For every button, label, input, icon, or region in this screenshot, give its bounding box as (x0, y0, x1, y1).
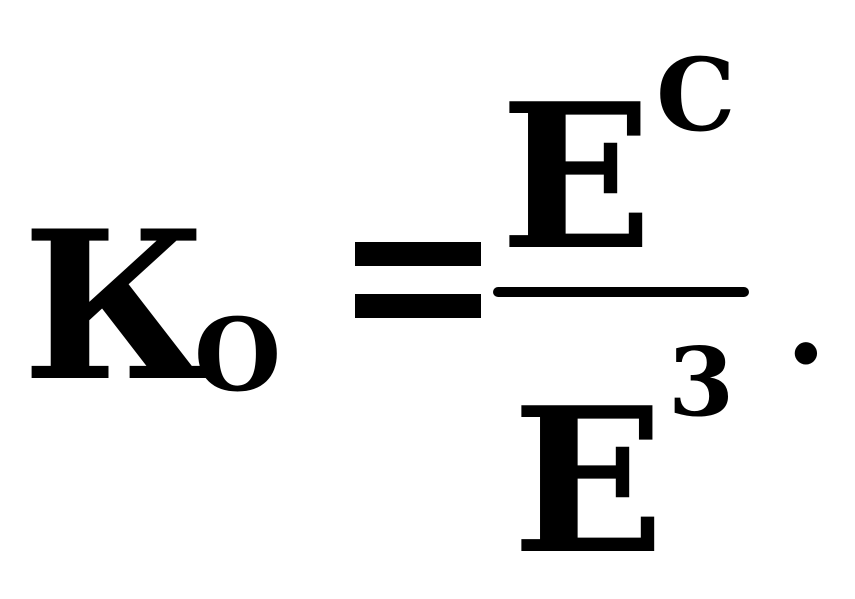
terminal-dot: . (785, 251, 827, 392)
fraction-bar (493, 287, 749, 297)
equals-bar-top (355, 242, 481, 266)
lhs-main-letter: К (22, 187, 209, 427)
denominator-letter: Е (512, 364, 665, 599)
numerator-letter: Е (500, 60, 653, 295)
formula: К О Е С Е 3 . (22, 36, 827, 599)
equals-bar-bottom (355, 294, 481, 318)
denominator-superscript: 3 (668, 327, 735, 438)
numerator-superscript: С (656, 36, 736, 154)
lhs-subscript: О (194, 296, 282, 414)
